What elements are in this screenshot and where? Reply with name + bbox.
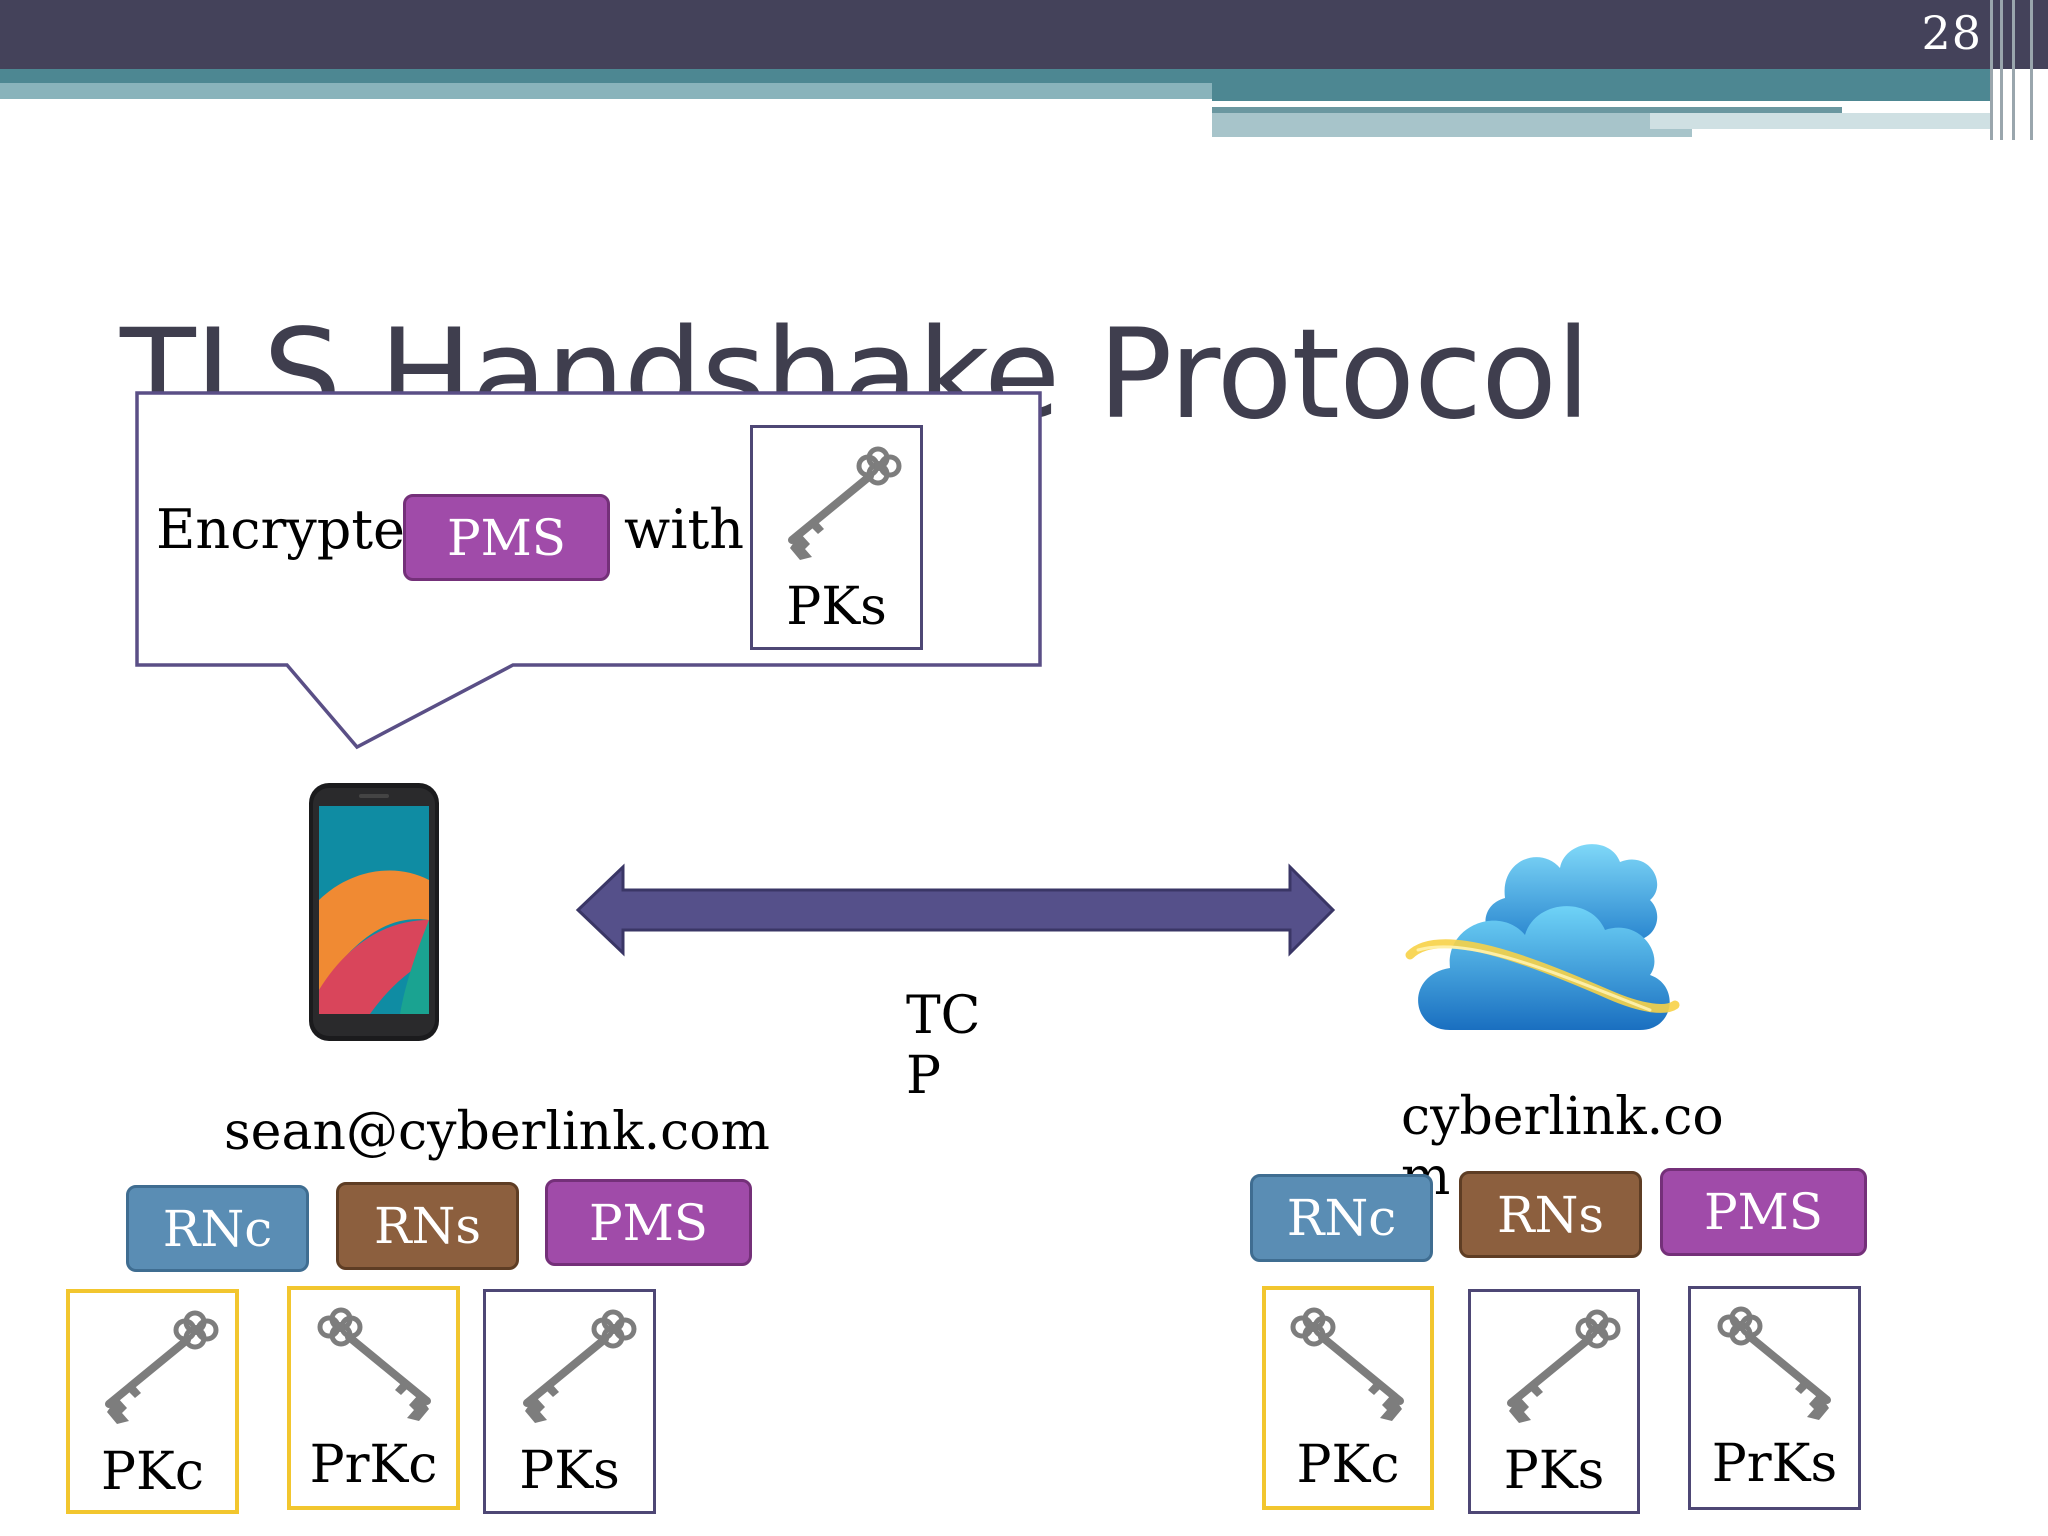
callout-key-label: PKs — [786, 577, 887, 637]
server-key-card-pkc: PKc — [1262, 1286, 1434, 1510]
client-key-label-prkc: PrKc — [309, 1435, 438, 1495]
header-accent-bar — [1650, 113, 1990, 129]
header-accent-bar — [1212, 107, 1842, 113]
client-key-card-pkc: PKc — [66, 1289, 239, 1514]
skeleton-key-icon — [513, 1299, 641, 1427]
header-divider — [2030, 0, 2033, 140]
skeleton-key-icon — [1286, 1297, 1414, 1425]
client-key-label-pkc: PKc — [101, 1442, 204, 1502]
callout-key-card: PKs — [750, 425, 923, 650]
client-rns-label: RNs — [373, 1197, 482, 1255]
client-key-card-prkc: PrKc — [287, 1286, 460, 1510]
header-accent-bar — [0, 69, 1990, 83]
client-key-label-pks: PKs — [519, 1441, 620, 1501]
header-accent-bar — [1212, 101, 1842, 107]
callout-encrypted-text: Encrypted — [156, 498, 440, 561]
callout-pms-tag: PMS — [403, 494, 610, 581]
server-key-label-pks: PKs — [1503, 1441, 1605, 1501]
connection-label-line1: TC — [906, 986, 981, 1046]
header-accent-bar — [1212, 113, 1692, 137]
header-bar — [0, 0, 2048, 69]
slide-number: 28 — [1921, 6, 1982, 60]
server-key-label-pkc: PKc — [1296, 1435, 1400, 1495]
header-accent-bar — [1212, 83, 1990, 101]
server-rnc-tag: RNc — [1250, 1174, 1433, 1262]
server-pms-tag: PMS — [1660, 1168, 1867, 1256]
header-accent-bar-light — [0, 83, 1212, 99]
client-name: sean@cyberlink.com — [224, 1102, 770, 1162]
server-key-card-prks: PrKs — [1688, 1286, 1861, 1510]
server-rnc-label: RNc — [1286, 1189, 1397, 1247]
connection-label-line2: P — [906, 1046, 941, 1106]
skeleton-key-icon — [1497, 1299, 1625, 1427]
callout-pms-label: PMS — [446, 508, 567, 567]
client-pms-label: PMS — [588, 1193, 709, 1252]
smartphone-icon — [309, 783, 439, 1041]
header-divider — [1990, 0, 1993, 140]
skeleton-key-icon — [313, 1297, 441, 1425]
client-rnc-label: RNc — [162, 1199, 273, 1258]
client-rnc-tag: RNc — [126, 1185, 309, 1272]
server-pms-label: PMS — [1703, 1183, 1824, 1241]
header-divider — [2012, 0, 2015, 140]
server-name-line1: cyberlink.co — [1401, 1087, 1724, 1147]
server-rns-label: RNs — [1496, 1185, 1605, 1244]
skeleton-key-icon — [778, 436, 906, 564]
skeleton-key-icon — [95, 1300, 223, 1428]
client-key-card-pks: PKs — [483, 1289, 656, 1514]
client-rns-tag: RNs — [336, 1182, 519, 1270]
callout-with-text: with — [624, 498, 744, 561]
server-key-card-pks: PKs — [1468, 1289, 1640, 1514]
cloud-icon — [1405, 844, 1680, 1030]
client-pms-tag: PMS — [545, 1179, 752, 1266]
header-divider — [2000, 0, 2003, 140]
tcp-double-arrow — [575, 863, 1336, 957]
server-key-label-prks: PrKs — [1711, 1434, 1838, 1494]
server-rns-tag: RNs — [1459, 1171, 1642, 1258]
skeleton-key-icon — [1713, 1296, 1841, 1424]
